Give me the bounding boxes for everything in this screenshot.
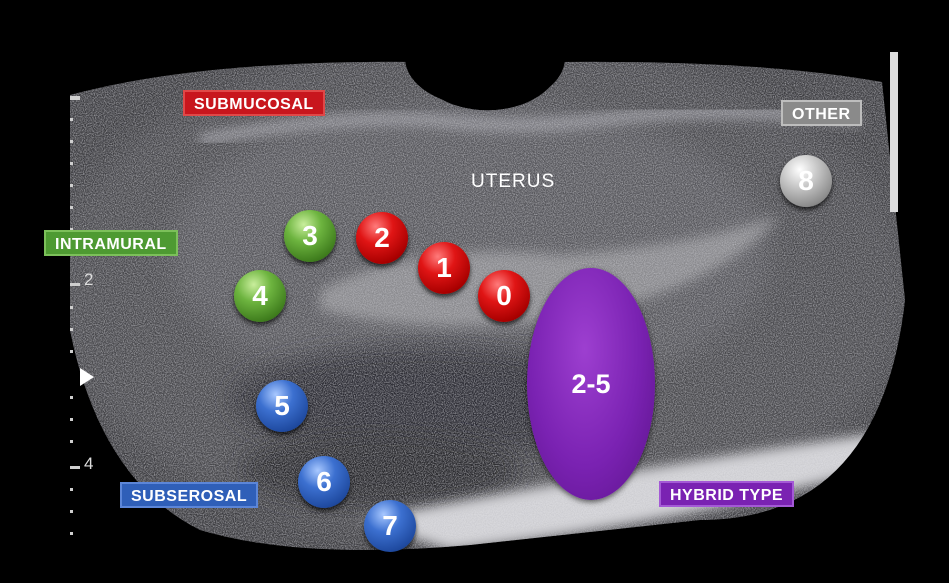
grayscale-bar — [890, 52, 898, 212]
subserosal-label: SUBSEROSAL — [120, 482, 258, 508]
submucosal-label: SUBMUCOSAL — [183, 90, 325, 116]
type-8-marker: 8 — [780, 155, 832, 207]
type-3-marker: 3 — [284, 210, 336, 262]
intramural-label: INTRAMURAL — [44, 230, 178, 256]
type-7-marker: 7 — [364, 500, 416, 552]
depth-mark-2: 2 — [84, 270, 93, 290]
depth-mark-4: 4 — [84, 454, 93, 474]
other-label: OTHER — [781, 100, 862, 126]
type-2-marker: 2 — [356, 212, 408, 264]
type-6-marker: 6 — [298, 456, 350, 508]
hybrid-type-marker: 2-5 — [527, 268, 655, 500]
type-1-marker: 1 — [418, 242, 470, 294]
organ-label: UTERUS — [471, 171, 555, 193]
type-5-marker: 5 — [256, 380, 308, 432]
type-4-marker: 4 — [234, 270, 286, 322]
type-0-marker: 0 — [478, 270, 530, 322]
hybrid-type-label: HYBRID TYPE — [659, 481, 794, 507]
